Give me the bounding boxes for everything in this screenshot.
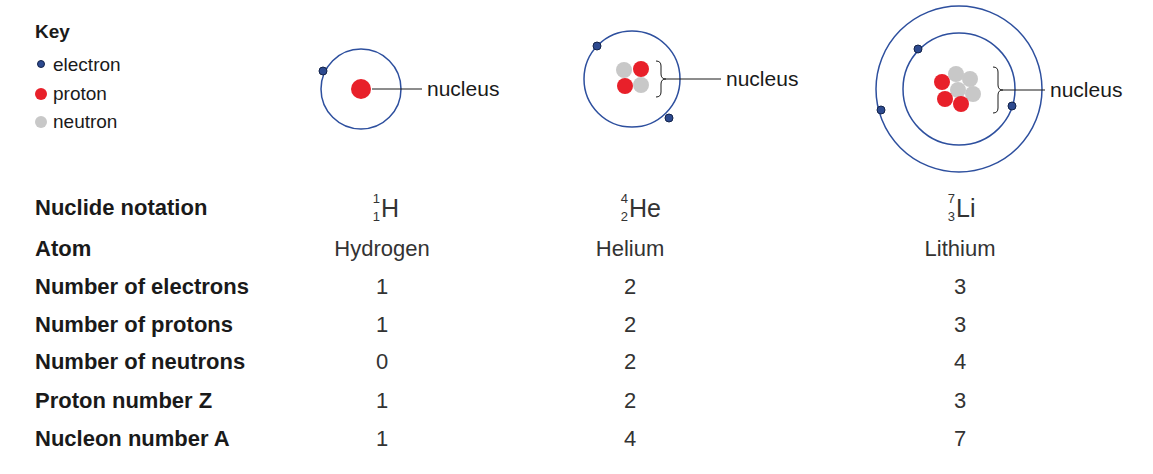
part-label: nucleus xyxy=(427,77,499,100)
electron xyxy=(877,106,885,114)
neutron xyxy=(633,77,649,93)
legend-swatch xyxy=(35,88,47,100)
electron xyxy=(319,67,327,75)
table-cell: 4 xyxy=(624,427,636,451)
row-heading: Atom xyxy=(35,237,91,261)
legend-swatch xyxy=(37,60,45,68)
table-cell: 2 xyxy=(624,389,636,413)
table-cell: 1 xyxy=(376,275,388,299)
table-cell: 4 xyxy=(954,350,966,374)
proton xyxy=(934,74,950,90)
nucleon-number: 1 xyxy=(373,192,380,206)
table-cell: Helium xyxy=(596,237,664,261)
table-cell: 2 xyxy=(624,313,636,337)
leader-line xyxy=(666,79,721,80)
proton-number: 3 xyxy=(948,210,955,224)
helium-atom xyxy=(584,31,721,127)
electron-shell xyxy=(584,31,680,127)
hydrogen-atom xyxy=(319,49,422,129)
electron xyxy=(914,45,922,53)
neutron xyxy=(948,66,964,82)
table-cell: 2 xyxy=(624,275,636,299)
leader-line xyxy=(372,89,422,90)
proton-number: 1 xyxy=(373,210,380,224)
element-symbol: H xyxy=(381,195,399,223)
element-symbol: He xyxy=(629,195,661,223)
electron-shell xyxy=(903,33,1015,145)
legend-text: proton xyxy=(53,83,107,105)
part-label: nucleus xyxy=(1050,78,1122,101)
row-heading: Number of neutrons xyxy=(35,350,245,374)
proton xyxy=(351,79,371,99)
row-heading: Number of electrons xyxy=(35,275,249,299)
electron xyxy=(1008,102,1016,110)
leader-line xyxy=(1003,90,1045,91)
legend-title: Key xyxy=(35,22,70,43)
legend-text: neutron xyxy=(53,111,117,133)
table-cell: 1 xyxy=(376,313,388,337)
part-label: nucleus xyxy=(726,67,798,90)
table-cell: 3 xyxy=(954,313,966,337)
row-heading: Nuclide notation xyxy=(35,196,207,220)
nucleon-number: 4 xyxy=(621,192,628,206)
row-heading: Nucleon number A xyxy=(35,427,230,451)
neutron xyxy=(950,82,966,98)
electron xyxy=(665,114,673,122)
proton xyxy=(633,61,649,77)
table-cell: 2 xyxy=(624,350,636,374)
table-cell: 3 xyxy=(954,275,966,299)
bracket xyxy=(656,61,666,97)
electron-shell xyxy=(876,6,1042,172)
neutron xyxy=(616,62,632,78)
table-cell: Lithium xyxy=(925,237,996,261)
row-heading: Proton number Z xyxy=(35,389,212,413)
legend-text: electron xyxy=(53,54,121,76)
bracket xyxy=(993,67,1003,113)
table-cell: 3 xyxy=(954,389,966,413)
nucleon-number: 7 xyxy=(948,192,955,206)
row-heading: Number of protons xyxy=(35,313,233,337)
element-symbol: Li xyxy=(956,195,975,223)
table-cell: Hydrogen xyxy=(334,237,429,261)
table-cell: 1 xyxy=(376,427,388,451)
legend-swatch xyxy=(35,116,47,128)
electron xyxy=(593,42,601,50)
table-cell: 1 xyxy=(376,389,388,413)
proton xyxy=(937,91,953,107)
lithium-atom xyxy=(876,6,1045,172)
neutron xyxy=(962,71,978,87)
proton-number: 2 xyxy=(621,210,628,224)
proton xyxy=(953,96,969,112)
proton xyxy=(617,78,633,94)
table-cell: 7 xyxy=(954,427,966,451)
table-cell: 0 xyxy=(376,350,388,374)
